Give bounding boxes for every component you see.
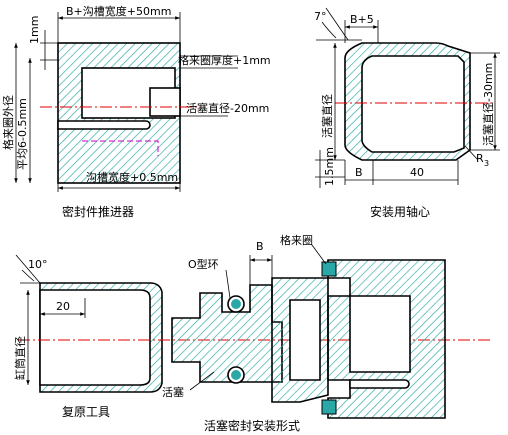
glyd-ring-top (321, 261, 337, 277)
assembly-b: B (256, 240, 264, 253)
pusher-avg-dia: 平均6-0.5mm (16, 98, 29, 170)
pusher-wall-dim: 1mm (28, 16, 41, 44)
glyd-ring-label: 格来圈 (280, 233, 313, 247)
restore-tool-caption: 复原工具 (62, 405, 110, 419)
mandrel-radius-sub: 3 (484, 159, 489, 168)
mandrel-radius: R (476, 152, 484, 165)
pusher-in-assembly-slot (349, 379, 410, 389)
pusher-hidden-line (82, 140, 159, 156)
mandrel-angle: 7° (314, 10, 327, 23)
diagram-restore-tool: 10° 20 缸筒直径 复原工具 (13, 254, 490, 419)
diagram-seal-pusher: B+沟槽宽度+50mm 1mm 格来圈外径 平均6-0.5mm 格来圈厚度+1m… (1, 4, 271, 219)
mandrel-b: B (355, 166, 363, 179)
oring-bottom-core (231, 370, 241, 380)
pusher-piston-dia: 活塞直径-20mm (186, 101, 269, 115)
pusher-slot (57, 120, 151, 130)
pusher-ring-thickness: 格来圈厚度+1mm (178, 53, 271, 67)
restore-tool-bore-dia: 缸筒直径 (13, 336, 27, 380)
assembly-caption: 活塞密封安装形式 (204, 418, 300, 433)
pusher-groove-width: 沟槽宽度+0.5mm (86, 170, 178, 184)
mandrel-b5: B+5 (350, 13, 374, 26)
pusher-step (149, 87, 181, 117)
pusher-top-dim: B+沟槽宽度+50mm (66, 4, 171, 18)
oring-top-core (231, 299, 241, 309)
mandrel-length: 40 (410, 166, 424, 179)
diagram-install-mandrel: 7° B+5 活塞直径-30mm 活塞直径 1.5mm B 40 R 3 安装用… (314, 7, 500, 219)
mandrel-left-dim: 1.5mm (323, 147, 336, 186)
mandrel-bore (361, 55, 465, 153)
pusher-caption: 密封件推进器 (62, 204, 134, 219)
mandrel-caption: 安装用轴心 (370, 204, 430, 219)
mandrel-left-dia: 活塞直径 (320, 94, 334, 138)
mandrel-in-assembly-bore (289, 299, 321, 381)
pusher-in-assembly-pocket (349, 295, 411, 373)
piston-body (171, 284, 283, 383)
diagram-piston-seal-install: O型环 B 格来圈 活塞 活塞密封安装形式 (162, 233, 446, 433)
oring-label: O型环 (188, 257, 219, 271)
mandrel-right-dia: 活塞直径-30mm (481, 63, 495, 146)
pusher-outer-dia: 格来圈外径 (1, 95, 15, 150)
restore-tool-length: 20 (56, 300, 70, 313)
glyd-ring-bottom (321, 399, 337, 415)
piston-label: 活塞 (162, 385, 184, 399)
restore-tool-angle: 10° (28, 258, 48, 271)
